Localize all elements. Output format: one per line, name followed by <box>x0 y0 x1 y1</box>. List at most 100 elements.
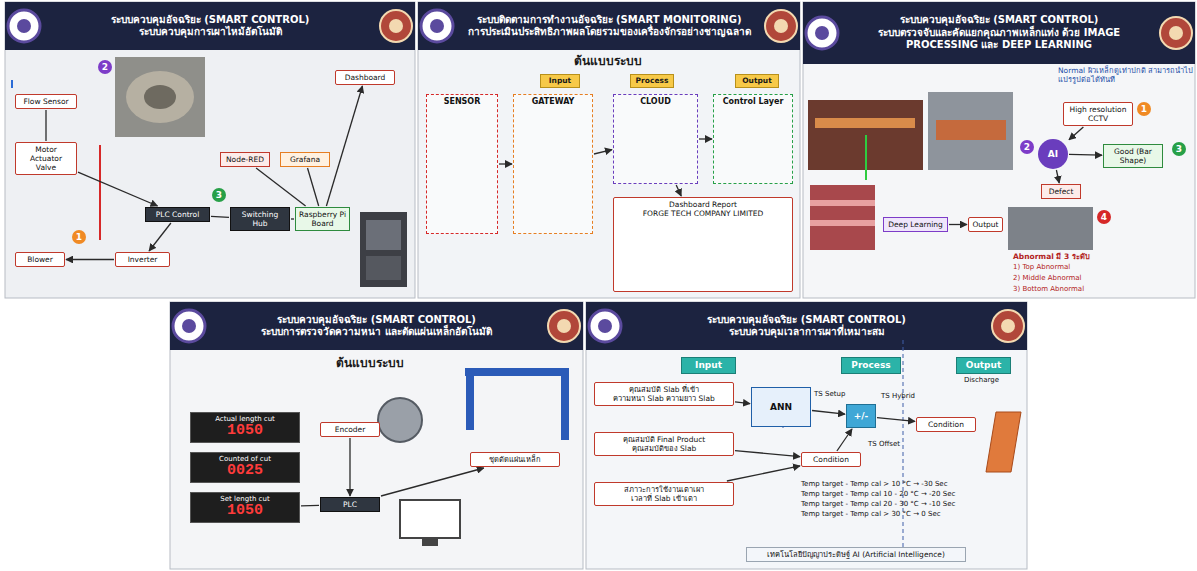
annotation-text: Normal ผิวเหล็กดูเท่าปกติ สามารถนำไปแปรร… <box>1058 66 1197 84</box>
node-text: ANN <box>770 402 792 413</box>
node-subtext: 1050 <box>195 423 295 440</box>
node-text: ชุดตัดแผ่นเหล็ก <box>474 455 556 464</box>
node-text: Grafana <box>284 155 326 164</box>
header-band <box>170 302 583 350</box>
steel-bar-photo <box>815 118 915 128</box>
panel-ground <box>803 2 1195 298</box>
node-text: Node-RED <box>224 155 266 164</box>
sum-block: +/- <box>846 404 876 428</box>
node-text: Counted of cut <box>195 455 295 463</box>
node-text: GATEWAY <box>517 97 589 107</box>
node-text: SENSOR <box>430 97 494 107</box>
node-text: AI <box>1048 149 1058 160</box>
node-subtext: คุณสมบัติของ Slab <box>598 444 730 453</box>
bar-section-image <box>810 185 875 250</box>
annotation-text: ต้นแบบระบบ <box>310 356 430 370</box>
annotation-text: Input <box>540 74 580 88</box>
device-box: Switching Hub <box>230 207 290 231</box>
steel-bar-photo <box>928 92 1013 170</box>
node-text: Flow Sensor <box>19 97 73 106</box>
node-text: PLC Control <box>149 210 206 219</box>
annotation-text: TS Offset <box>868 440 920 448</box>
node-text: Set length cut <box>195 495 295 503</box>
software-box: Grafana <box>280 152 330 167</box>
node-subtext: การประเมินประสิทธิภาพผลโดยรวมของเครื่องจ… <box>468 26 751 39</box>
header-band <box>586 302 1027 350</box>
slide-panel: ระบบติดตามการทำงานอัจฉริยะ (SMART MONITO… <box>418 2 800 298</box>
steel-bar-photo <box>1008 207 1093 250</box>
node-text: Process <box>845 360 897 371</box>
steel-bar-photo <box>936 120 1006 140</box>
group-box: Control Layer <box>713 94 793 184</box>
node-text: Control Layer <box>717 97 789 107</box>
node-subtext: เวลาที่ Slab เข้าเตา <box>598 494 730 503</box>
annotation-text: Discharge <box>964 376 1019 384</box>
connector <box>381 468 484 496</box>
header-band <box>803 2 1195 64</box>
connector <box>211 216 229 217</box>
annotation-text: 1) Top Abnormal <box>1013 263 1188 271</box>
slide-panel: ระบบควบคุมอัจฉริยะ (SMART CONTROL)ระบบตร… <box>803 2 1195 298</box>
counter-display: Set length cut1050 <box>190 492 300 523</box>
device-box: PLC <box>320 497 380 512</box>
process-box: Motor Actuator Valve <box>15 142 77 175</box>
header-band <box>418 2 800 50</box>
software-box: Defect <box>1041 184 1081 199</box>
process-box: Dashboard <box>335 70 395 85</box>
panel-ground <box>586 302 1027 569</box>
annotation-text: Temp target - Temp cal 20 - 30 °C → -10 … <box>801 500 1016 508</box>
connector <box>735 402 750 404</box>
flow-arrow <box>865 135 867 180</box>
header-band <box>5 2 415 50</box>
header-band-text: ระบบควบคุมอัจฉริยะ (SMART CONTROL)ระบบกา… <box>170 302 583 350</box>
node-text: Good (Bar Shape) <box>1107 147 1159 165</box>
node-subtext: ระบบควบคุมการเผาไหม้อัตโนมัติ <box>139 26 282 39</box>
connector <box>1056 170 1059 183</box>
node-text: Condition <box>805 455 857 464</box>
connector <box>949 224 967 225</box>
slide-panel: ระบบควบคุมอัจฉริยะ (SMART CONTROL)ระบบคว… <box>586 302 1027 569</box>
connector <box>735 451 800 457</box>
computer-monitor <box>400 500 460 538</box>
process-box: คุณสมบัติ Final Productคุณสมบัติของ Slab <box>594 432 734 456</box>
connector <box>349 438 350 496</box>
process-box: Output <box>968 217 1003 232</box>
node-subtext: FORGE TECH COMPANY LIMITED <box>617 209 789 218</box>
slab-shape <box>986 412 1021 472</box>
connector <box>676 185 681 196</box>
process-box: ชุดตัดแผ่นเหล็ก <box>470 452 560 467</box>
node-text: ระบบควบคุมอัจฉริยะ (SMART CONTROL) <box>111 14 310 27</box>
node-text: Deep Learning <box>887 220 944 229</box>
annotation-text: Abnormal มี 3 ระดับ <box>1013 252 1188 261</box>
note-box: เทคโนโลยีปัญญาประดิษฐ์ AI (Artificial In… <box>746 547 966 562</box>
process-box: สภาวะการใช้งานเตาเผาเวลาที่ Slab เข้าเตา <box>594 482 734 506</box>
software-box: Node-RED <box>220 152 270 167</box>
node-subtext: ความหนา Slab ความยาว Slab <box>598 394 730 403</box>
connector <box>301 505 319 507</box>
node-text: Inverter <box>119 255 166 264</box>
node-text: High resolution CCTV <box>1067 105 1129 123</box>
node-text: คุณสมบัติ Final Product <box>598 435 730 444</box>
node-text: เทคโนโลยีปัญญาประดิษฐ์ AI (Artificial In… <box>750 550 962 559</box>
process-box: High resolution CCTV <box>1063 102 1133 126</box>
annotation-text: TS Hybrid <box>881 392 933 400</box>
connector <box>66 259 114 260</box>
node-text: คุณสมบัติ Slab ที่เข้า <box>598 385 730 394</box>
connector <box>812 411 845 415</box>
group-box: SENSOR <box>426 94 498 234</box>
callout-number: 3 <box>212 188 226 202</box>
node-text: Actual length cut <box>195 415 295 423</box>
connector <box>1069 154 1102 156</box>
node-text: สภาวะการใช้งานเตาเผา <box>598 485 730 494</box>
slide-panel: ระบบควบคุมอัจฉริยะ (SMART CONTROL)ระบบคว… <box>5 2 415 298</box>
annotation-text: Temp target - Temp cal > 10 °C → -30 Sec <box>801 480 1016 488</box>
node-subtext: ระบบการตรวจวัดความหนา และตัดแผ่นเหล็กอัต… <box>261 326 491 339</box>
furnace-photo <box>115 57 205 137</box>
node-text: Motor Actuator Valve <box>19 145 73 172</box>
node-subtext: 1050 <box>195 503 295 520</box>
process-box: Deep Learning <box>883 217 948 232</box>
section-tag: Input <box>681 357 736 374</box>
node-subtext: ระบบควบคุมเวลาการเผาที่เหมาะสม <box>729 326 885 339</box>
node-text: ระบบควบคุมอัจฉริยะ (SMART CONTROL) <box>277 314 476 327</box>
